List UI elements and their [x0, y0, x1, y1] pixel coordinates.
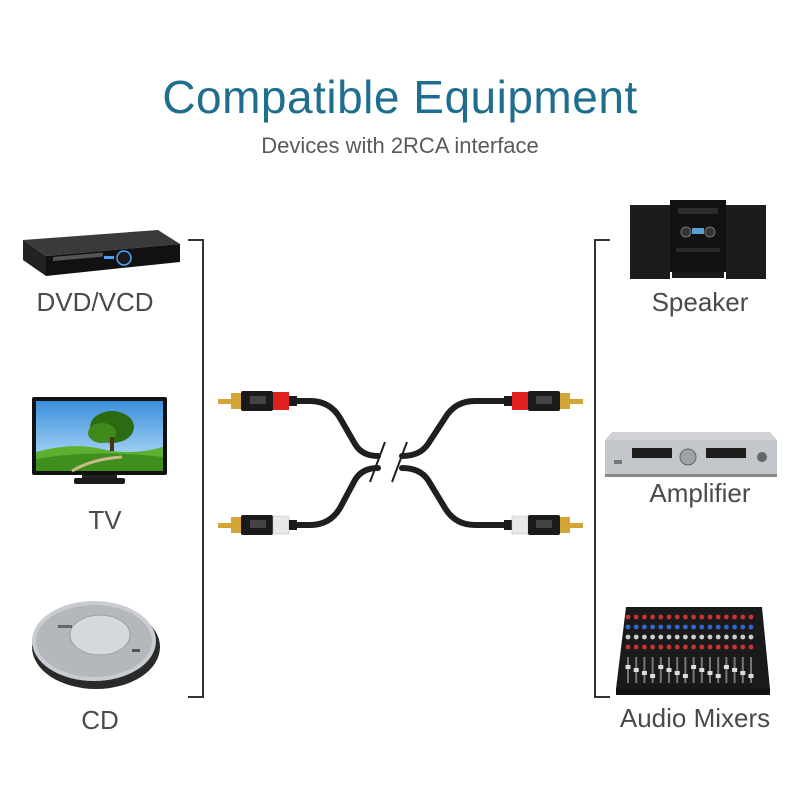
cable-right-bottom [399, 465, 513, 528]
rca-plug-left-white [218, 515, 297, 535]
device-label-amplifier: Amplifier [649, 478, 751, 508]
device-label-cd: CD [81, 705, 119, 735]
device-label-tv: TV [88, 505, 122, 535]
device-label-audio-mixers: Audio Mixers [619, 703, 771, 733]
speaker-system-icon [630, 200, 766, 279]
device-label-speaker: Speaker [651, 287, 749, 317]
dvd-player-icon [23, 230, 180, 276]
amplifier-icon [605, 432, 777, 477]
rca-plug-right-red [504, 391, 583, 411]
rca-plug-right-white [504, 515, 583, 535]
audio-mixer-icon [616, 607, 770, 695]
page-subtitle: Devices with 2RCA interface [261, 133, 539, 158]
cable-left-bottom [292, 465, 381, 528]
rca-plug-left-red [218, 391, 297, 411]
page-title: Compatible Equipment [162, 71, 638, 123]
cable-right-top [399, 398, 513, 459]
cd-player-icon [32, 601, 160, 689]
cable-left-top [292, 398, 381, 459]
tv-icon [32, 397, 167, 484]
device-label-dvd: DVD/VCD [36, 287, 154, 317]
